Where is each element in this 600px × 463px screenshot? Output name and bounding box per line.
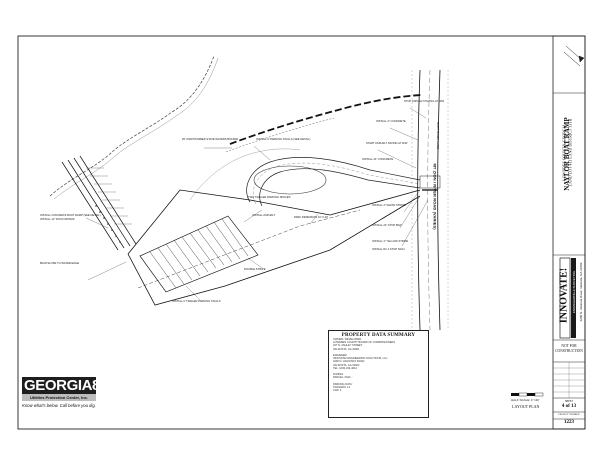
callout-start-asphalt: START ASPHALT PAVING AT R/W [366,141,408,145]
project-number: 1223 [564,420,574,425]
intersection [419,175,441,189]
property-summary-line: INNOVATE! ENGINEERING SOLUTIONS, LLC [333,357,388,361]
buffer-line [229,94,423,145]
turnaround-loop [253,165,327,195]
callout-concrete-4: INSTALL 4" CONCRETE [376,119,406,123]
callouts: INSTALL CONCRETE BOAT RAMP (SEE DETAIL) … [40,99,445,303]
scale-bar: HALF SCALE: 1"=40' [511,392,544,402]
property-summary-line: 327 N. ASHLEY STREET [333,344,363,348]
property-summary-line: OWNER / DEVELOPER: [333,338,362,341]
callout-double-stripe: DOUBLE STRIPE [244,267,266,271]
callout-riprap: INSTALL 12" ROCK RIPRAP [40,217,75,221]
main-road [411,69,449,331]
callout-trailer-stalls: INSTALL 6' TRAILER PARKING STALLS [172,299,221,303]
riprap-hatch [95,205,121,243]
property-summary-lines: OWNER / DEVELOPER:LOWNDES COUNTY BOARD O… [329,338,428,392]
callout-backslope: BACKSLOPE TO WATER EDGE [40,261,79,265]
sheet-title-bottom: LAYOUT PLAN [512,404,540,409]
project-subtitle-2: LAND LOT 411 LAND DISTRICT 11TH [567,118,573,187]
project-subtitle-1: LOWNDES COUNTY, GEORGIA [561,124,567,181]
tree-line-inner [53,57,219,200]
callout-yellow-stripe: INSTALL 4" YELLOW STRIPE [372,239,408,243]
sheet-border [17,35,586,430]
road-label-lane: BOAT RAMP LANE [436,122,440,150]
firm-logo-bar [571,258,576,338]
sheet-label: SHEET [564,400,574,403]
revision-grid [553,362,585,398]
title-block [552,35,586,430]
boat-ramp [61,155,137,251]
access-road-edge-top [246,157,421,203]
georgia811-slogan: Know what's below. Call before you dig. [22,403,96,408]
property-summary-line: VALDOSTA, GA 31601 [333,347,360,351]
callout-park-dimension: PARK DIMENSION 10' X 40' [294,215,329,219]
access-road-centerline [253,162,421,205]
not-for-construction: NOT FOR CONSTRUCTION [555,344,583,353]
georgia811-tagline: Utilities Protection Center, Inc. [22,394,96,401]
tree-line-left [49,55,215,197]
property-summary-line: CAR: 4 [333,389,342,393]
property-line-north [127,189,421,255]
property-summary-line: TEL: (229) 244-4012 [333,366,357,370]
scale-label: HALF SCALE: 1"=40' [511,398,540,402]
firm-address: 4200 N. Valdosta Road, Valdosta, GA 3160… [579,262,583,322]
callout-stop-sign: INSTALL R1-1 STOP SIGN [372,247,405,251]
callout-buffer: 25' UNDISTURBED STATE WATERS BUFFER [182,137,238,141]
property-summary-line: ENGINEER: [333,354,348,358]
property-summary-line: VALDOSTA, GA 31602 [333,363,360,367]
callout-trailer-spaces: TWO TRAILER PARKING SPACES [248,195,291,199]
property-summary-line: PARCEL: 0043 ... [333,376,354,380]
property-summary-title: PROPERTY DATA SUMMARY [341,333,416,338]
property-summary-line: PARKING DATA: [333,382,353,386]
access-road-edge-bottom [259,168,421,207]
parking-stripes [149,218,249,289]
project-number-label: PROJECT NUMBER [558,413,580,416]
callout-concrete-24: INSTALL 24" CONCRETE [362,157,393,161]
sheet-number: 4 of 13 [561,404,577,409]
callout-parking-stalls: INSTALL 6' PARKING STALLS (SEE DETAIL) [256,137,311,141]
callout-leaders [85,107,429,301]
property-summary-line: 4200 N. VALDOSTA ROAD [333,360,365,364]
callout-boat-ramp: INSTALL CONCRETE BOAT RAMP (SEE DETAIL) [40,213,101,217]
property-data-summary: PROPERTY DATA SUMMARY OWNER / DEVELOPER:… [328,330,429,418]
firm-tagline: ENGINEERING & SURVEYING [572,270,576,314]
property-summary-line: TRAILERS: 14 [333,386,351,390]
callout-asphalt: INSTALL ASPHALT [252,213,276,217]
boat-ramp-grooves [86,167,132,225]
parking-lot [139,215,259,293]
callout-white-stripe: INSTALL 4" WHITE STRIPE [372,203,406,207]
road-label-main: MT ZION / RIVER ROAD (VARIES) [432,163,438,230]
property-line-south [127,195,421,306]
callout-stop-asphalt: STOP ASPHALT PAVING AT R/W [404,99,445,103]
property-summary-line: LOWNDES COUNTY BOARD OF COMMISSIONERS [333,341,396,345]
georgia811-logo: GEORGIA811 Utilities Protection Center, … [22,377,116,411]
georgia811-brand: GEORGIA811 [22,377,116,394]
callout-stop-bar: INSTALL 24" STOP BAR [372,223,402,227]
firm-name: INNOVATE! [558,267,570,324]
property-summary-line: ZONING: [333,373,344,377]
north-arrow-icon [563,45,585,67]
